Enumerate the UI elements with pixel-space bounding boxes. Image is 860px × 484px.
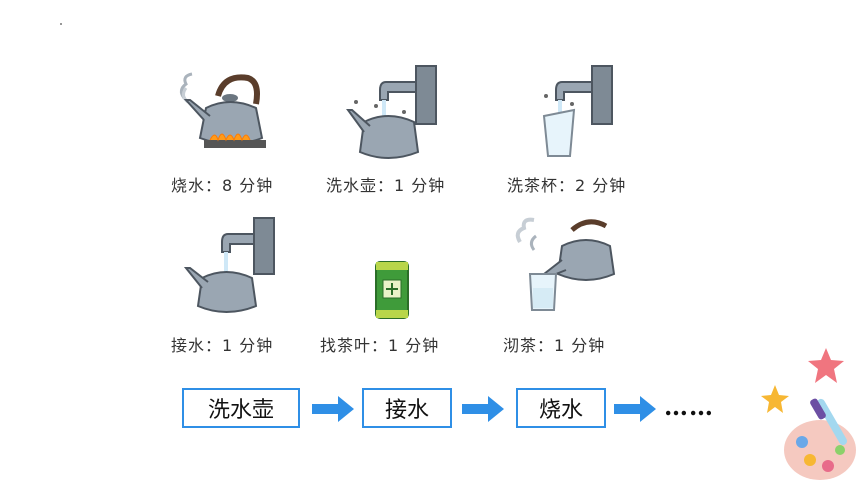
- washing-kettle-illustration: [342, 62, 442, 166]
- decorative-dot: [60, 23, 62, 25]
- boiling-kettle-illustration: [170, 68, 270, 160]
- paint-palette-icon: [784, 398, 856, 480]
- flow-ellipsis: ……: [664, 392, 714, 421]
- task-caption-find-tea: 找茶叶：1 分钟: [320, 336, 440, 355]
- yellow-star-icon: [761, 385, 789, 413]
- pouring-tea-icon: [515, 217, 616, 311]
- flow-step-fill-water: 接水: [362, 388, 452, 428]
- tea-can-illustration: [372, 258, 412, 322]
- pink-star-icon: [808, 348, 844, 383]
- boiling-kettle-icon: [179, 72, 266, 148]
- washing-cup-illustration: [530, 62, 620, 166]
- task-caption-wash-cup: 洗茶杯：2 分钟: [507, 176, 627, 195]
- flow-step-wash-kettle: 洗水壶: [182, 388, 300, 428]
- task-caption-wash-kettle: 洗水壶：1 分钟: [326, 176, 446, 195]
- flow-arrow-right-icon: [462, 396, 504, 422]
- washing-cup-icon: [542, 65, 613, 157]
- filling-kettle-icon: [183, 217, 275, 313]
- flow-arrow-right-icon: [312, 396, 354, 422]
- tea-can-icon: [375, 261, 409, 319]
- pouring-tea-illustration: [514, 216, 620, 316]
- task-caption-brew-tea: 沏茶：1 分钟: [503, 336, 606, 355]
- flow-step-boil-water: 烧水: [516, 388, 606, 428]
- filling-kettle-illustration: [182, 216, 278, 316]
- flow-arrow-right-icon: [614, 396, 656, 422]
- task-caption-boil-water: 烧水：8 分钟: [171, 176, 274, 195]
- washing-kettle-icon: [346, 65, 437, 159]
- task-caption-fill-water: 接水：1 分钟: [171, 336, 274, 355]
